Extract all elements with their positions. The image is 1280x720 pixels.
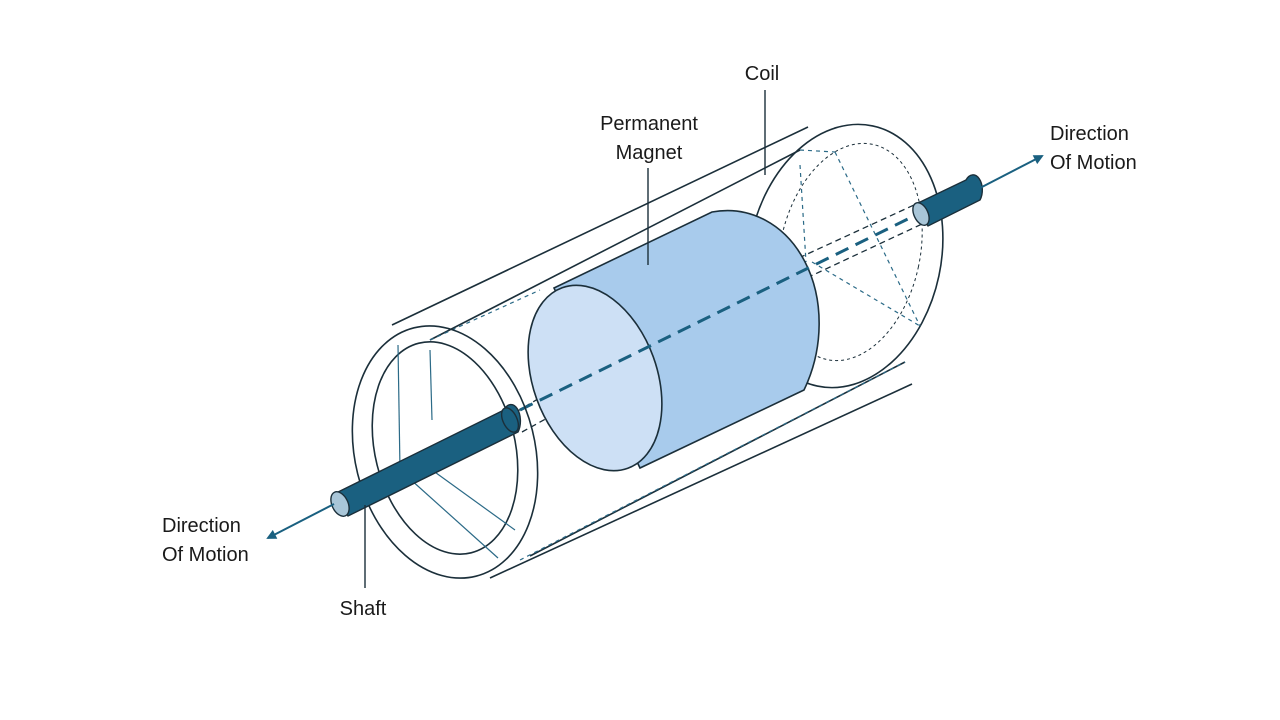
motion-right-label-line1: Direction (1050, 123, 1129, 145)
shaft-back-body (915, 174, 983, 227)
motion-left-label-line1: Direction (162, 515, 241, 537)
coil-bottom-edge (489, 383, 913, 579)
coil-hidden-lines (429, 149, 921, 561)
permanent-magnet (527, 209, 820, 472)
coil-label: Coil (745, 63, 779, 85)
motion-arrow-right (979, 155, 1044, 189)
motion-right-label-line2: Of Motion (1050, 152, 1137, 174)
magnet-label-line1: Permanent (600, 113, 698, 135)
magnet-front-face (527, 284, 663, 472)
shaft-back-end (912, 202, 930, 226)
motion-left-label-line2: Of Motion (162, 544, 249, 566)
coil (391, 123, 944, 579)
shaft-label: Shaft (340, 598, 387, 620)
central-axis (519, 212, 919, 412)
shaft (330, 174, 983, 517)
coil-inner-top-edge (429, 149, 801, 341)
leader-lines (364, 90, 766, 588)
magnet-label-line2: Magnet (616, 142, 683, 164)
coil-inner-back-rim (777, 142, 923, 362)
motion-arrow-left (266, 503, 335, 539)
coil-top-edge (391, 126, 809, 326)
coil-front (351, 325, 539, 579)
shaft-front-body (332, 403, 522, 517)
shaft-front-inner-end (500, 407, 520, 433)
coil-outer-front-rim (351, 325, 539, 579)
shaft-front-end (330, 491, 350, 517)
